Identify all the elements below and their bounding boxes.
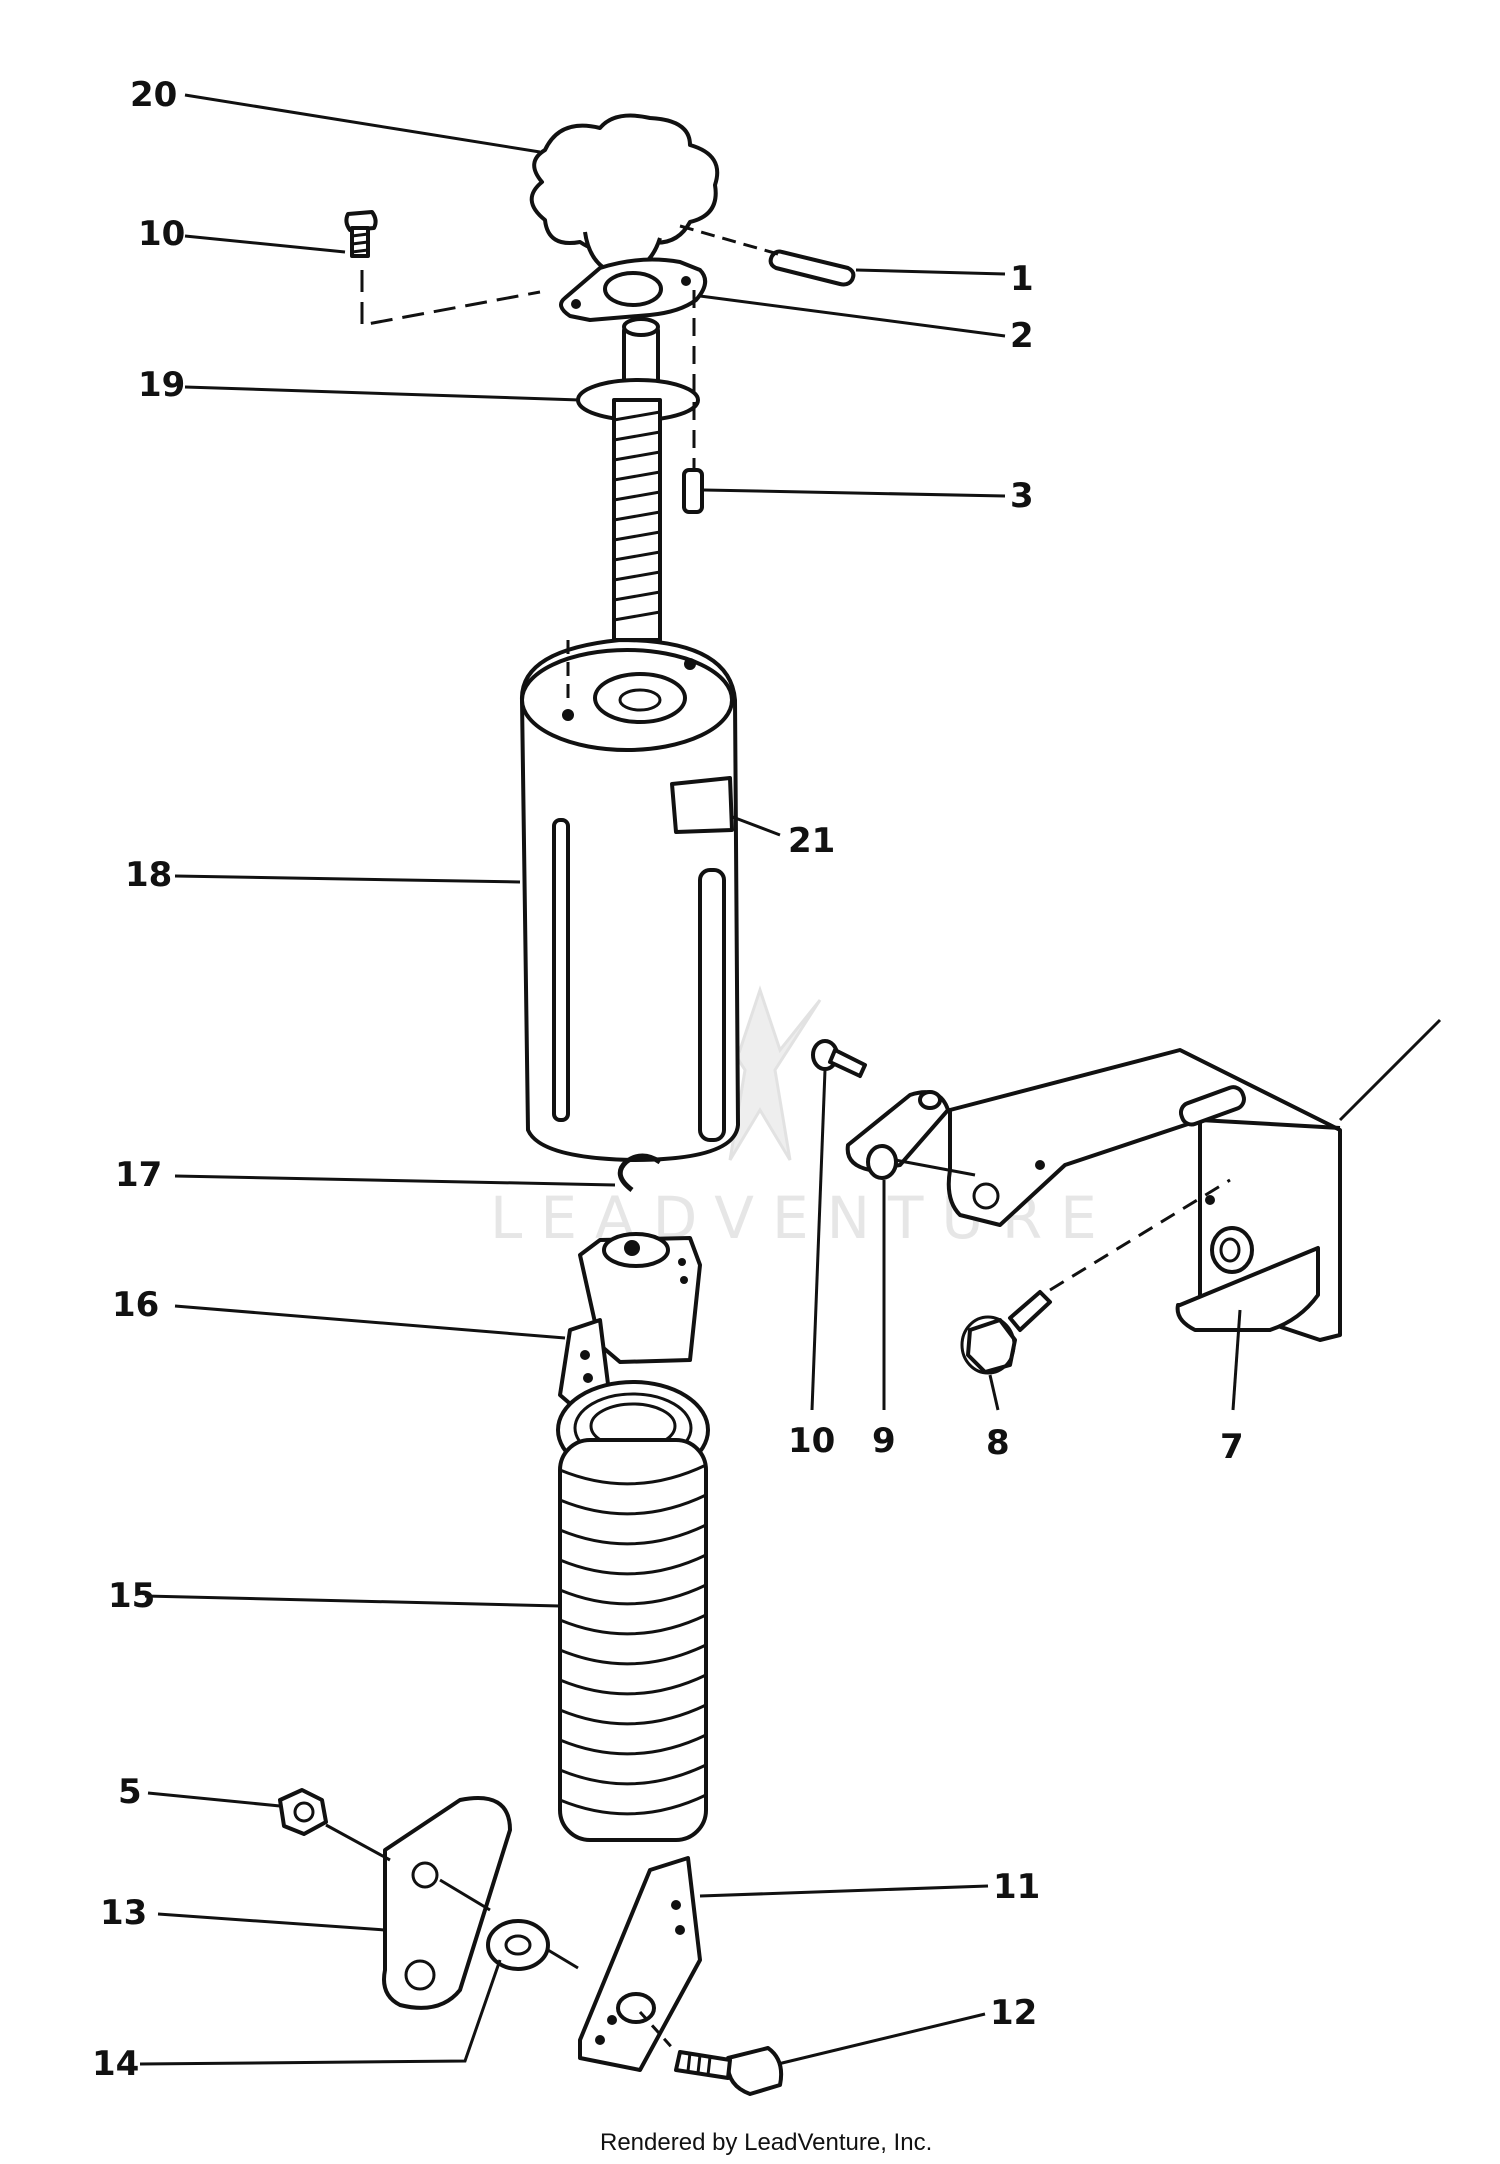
roll-pin-part [679,224,856,287]
callout-16: 16 [112,1285,159,1325]
leader-lines [139,93,1242,2066]
retaining-ring-part [617,1153,662,1192]
spacer-plate-part [845,1090,976,1180]
dowel-pin-part [682,468,704,514]
washer-part [486,1919,579,1971]
callout-19: 19 [138,365,185,405]
callout-17: 17 [115,1155,162,1195]
callout-7: 7 [1220,1427,1244,1467]
callout-13: 13 [100,1893,147,1933]
mounting-bracket-part [946,1018,1442,1342]
knob-part [529,113,720,277]
nut-part [278,1788,391,1862]
threaded-rod-part [576,290,700,642]
mounting-plate-part [559,257,708,322]
callout-5: 5 [118,1772,142,1812]
callout-10-top: 10 [138,214,185,254]
link-plate-part [382,1796,512,2010]
callout-15: 15 [108,1576,155,1616]
callout-20: 20 [130,75,177,115]
callout-11: 11 [993,1867,1040,1907]
callout-10-right: 10 [788,1421,835,1461]
callout-1: 1 [1010,259,1034,299]
callout-2: 2 [1010,316,1034,356]
callout-14: 14 [92,2044,139,2084]
callout-12: 12 [990,1993,1037,2033]
callout-21: 21 [788,821,835,861]
callout-9: 9 [872,1421,896,1461]
lower-bracket-part [578,1856,702,2072]
callout-3: 3 [1010,476,1034,516]
screw-right-part [811,1039,867,1078]
callout-labels: 20 10 1 2 19 3 21 18 17 16 10 9 8 7 15 5… [92,75,1244,2084]
screw-top-part [344,210,541,327]
callout-8: 8 [986,1423,1010,1463]
bolt-part [638,2010,784,2096]
spring-bracket-part [558,1232,702,1410]
coil-spring-part [556,1380,710,1842]
flange-bolt-part [960,1178,1231,1375]
tube-housing-part [519,638,740,1162]
credit-footer: Rendered by LeadVenture, Inc. [600,2129,932,2156]
callout-18: 18 [125,855,172,895]
